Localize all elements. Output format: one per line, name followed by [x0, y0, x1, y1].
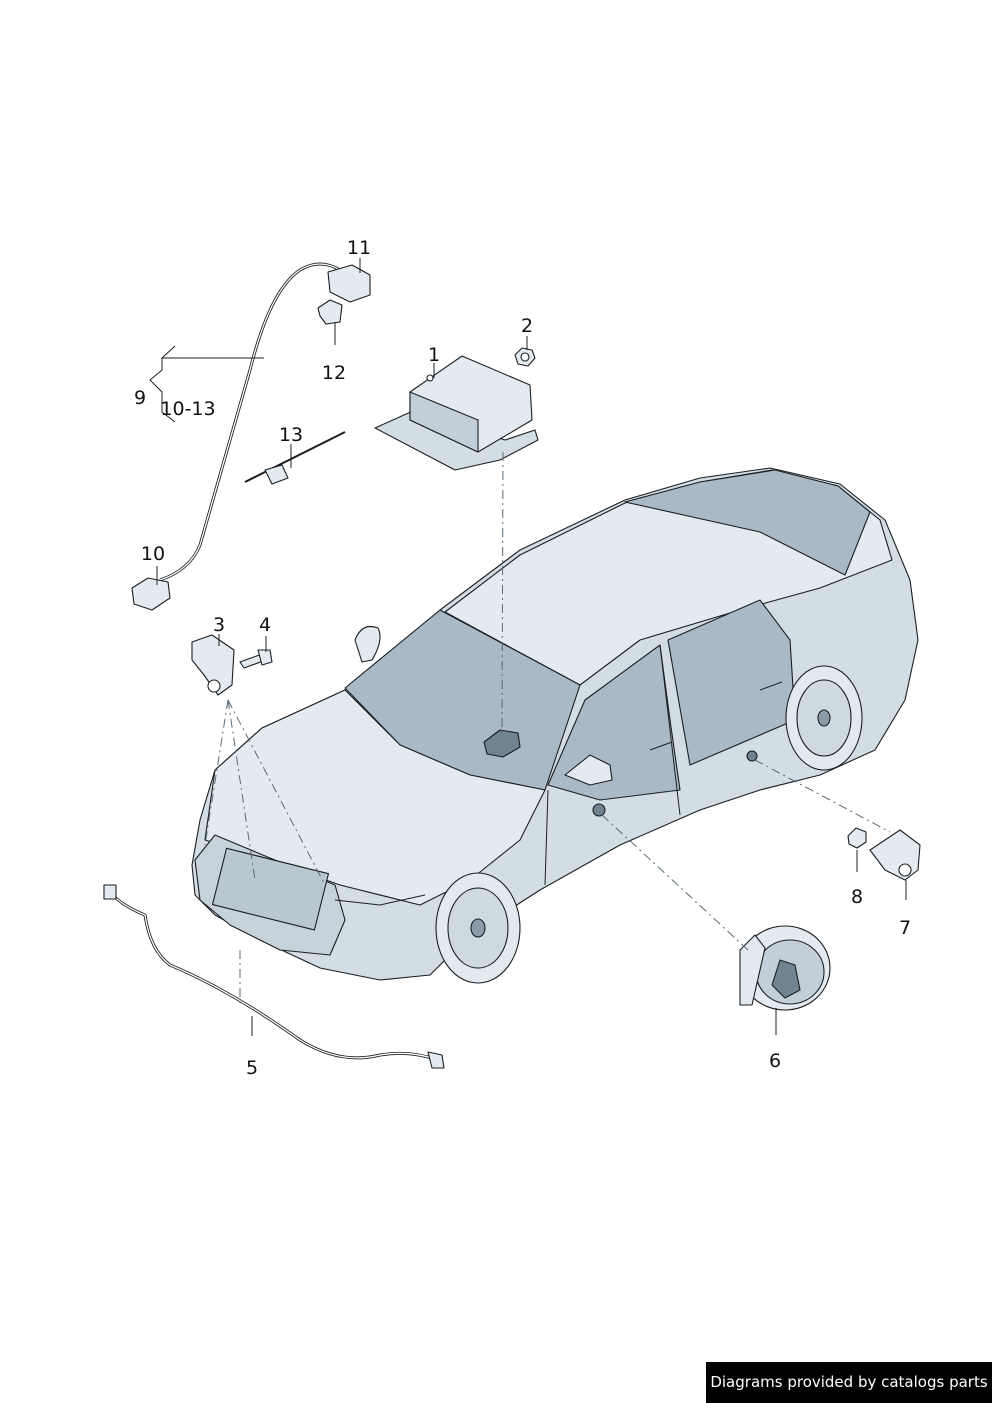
leader-lines [149, 258, 907, 1036]
callout-10: 10 [141, 543, 165, 565]
credit-banner: Diagrams provided by catalogs parts [706, 1362, 992, 1403]
callout-4: 4 [259, 614, 271, 636]
callout-2: 2 [521, 315, 533, 337]
callout-1: 1 [428, 344, 440, 366]
control-unit-part [374, 355, 539, 471]
callout-3: 3 [213, 614, 225, 636]
bolt-part [239, 649, 273, 669]
callout-6: 6 [769, 1050, 781, 1072]
nut-part [514, 347, 536, 367]
callout-13: 13 [279, 424, 303, 446]
callout-12: 12 [322, 362, 346, 384]
callout-7: 7 [899, 917, 911, 939]
impact-sensor-part [739, 925, 831, 1011]
wire-set-part [131, 262, 371, 611]
location-lines [204, 451, 891, 1005]
crash-sensor-part [191, 634, 235, 696]
side-sensor-part [869, 829, 921, 881]
wiring-harness-part [103, 884, 445, 1069]
callout-8: 8 [851, 886, 863, 908]
nut-part-small [847, 827, 867, 849]
callout-10-13: 10-13 [160, 398, 215, 420]
callout-11: 11 [347, 237, 371, 259]
callout-9: 9 [134, 387, 146, 409]
car-illustration [191, 467, 919, 984]
callout-5: 5 [246, 1057, 258, 1079]
